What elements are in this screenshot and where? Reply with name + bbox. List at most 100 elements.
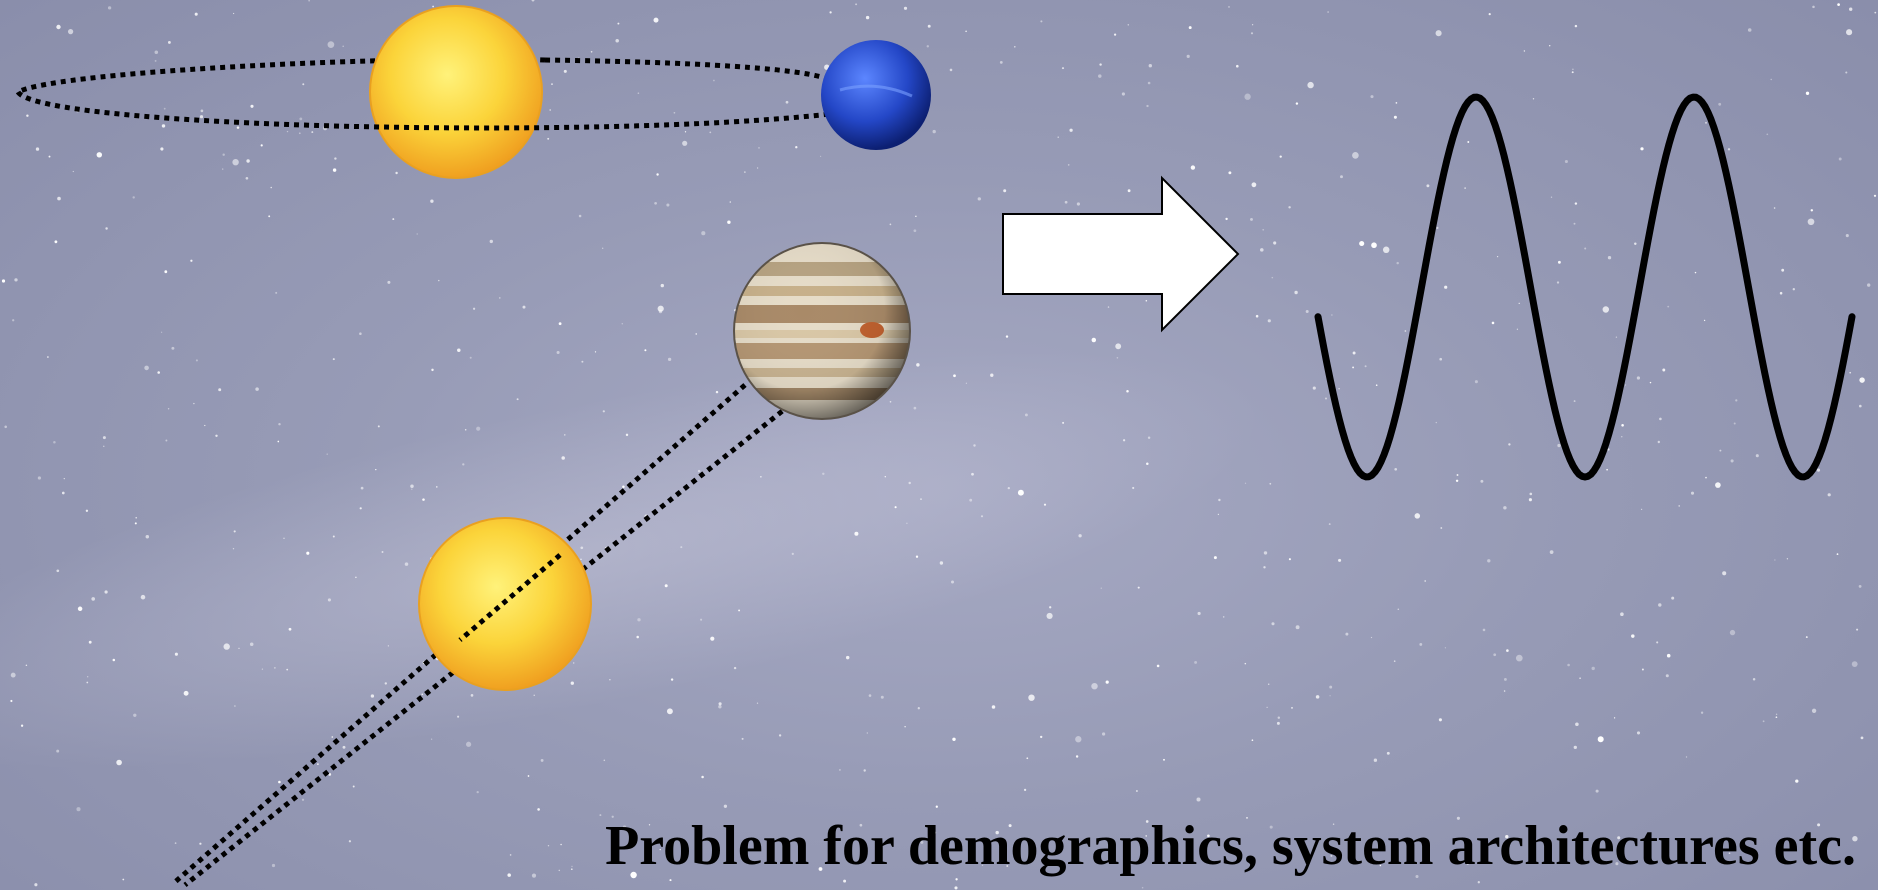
star-dot (1069, 128, 1073, 132)
star-dot (1328, 523, 1331, 526)
star-dot (1700, 711, 1704, 714)
star-dot (190, 259, 193, 262)
star-dot (1273, 241, 1277, 245)
star-dot (1718, 102, 1722, 106)
star-dot (1730, 459, 1734, 463)
star-dot (701, 775, 704, 779)
star-dot (105, 227, 108, 230)
star-dot (1613, 717, 1616, 719)
star-dot (1845, 234, 1849, 238)
star-dot (1454, 860, 1457, 863)
star-dot (1393, 115, 1397, 119)
star-dot (709, 131, 712, 134)
star-dot (1315, 695, 1320, 699)
star-dot (1373, 758, 1378, 762)
star-dot (1466, 861, 1470, 865)
star-dot (866, 732, 868, 734)
star-dot (659, 848, 661, 851)
star-dot (215, 434, 218, 437)
star-dot (154, 50, 159, 54)
star-dot (1666, 653, 1671, 658)
star-dot (833, 849, 836, 852)
star-dot (332, 358, 335, 361)
star-dot (973, 444, 976, 447)
star-dot (76, 807, 81, 812)
star-dot (135, 516, 137, 519)
star-dot (1634, 242, 1637, 246)
star-dot (695, 333, 697, 335)
star-dot (1532, 98, 1535, 100)
star-dot (174, 652, 178, 656)
star-dot (1099, 63, 1102, 66)
star-dot (1656, 641, 1659, 644)
star-dot (1312, 386, 1316, 390)
star-dot (232, 158, 239, 166)
star-dot (1228, 6, 1230, 8)
star-dot (531, 0, 535, 2)
star-dot (1113, 33, 1117, 36)
star-dot (1267, 683, 1270, 686)
star-dot (648, 824, 651, 826)
star-dot (260, 144, 263, 147)
star-dot (377, 425, 380, 428)
star-dot (1621, 424, 1624, 427)
star-dot (1043, 503, 1047, 506)
star-dot (1649, 381, 1652, 384)
star-dot (384, 682, 387, 685)
star-dot (1404, 330, 1407, 332)
star-dot (981, 864, 984, 867)
star-dot (657, 305, 664, 312)
star-dot (77, 606, 83, 612)
star-dot (1574, 24, 1578, 28)
star-dot (278, 780, 281, 784)
star-dot (1146, 104, 1149, 108)
star-dot (1438, 718, 1442, 722)
star-dot (1023, 788, 1027, 792)
star-dot (250, 104, 254, 108)
star-dot (1396, 261, 1399, 265)
star-dot (1222, 616, 1225, 618)
star-dot (167, 408, 170, 410)
star-dot (193, 402, 195, 405)
star-dot (1838, 157, 1842, 161)
star-dot (1727, 148, 1731, 151)
star-dot (342, 745, 346, 749)
star-dot (436, 486, 438, 488)
star-dot (1615, 336, 1618, 338)
star-dot (1338, 388, 1340, 390)
star-dot (571, 865, 573, 868)
star-dot (1455, 479, 1459, 483)
star-dot (1572, 68, 1574, 71)
star-dot (223, 643, 230, 650)
star-dot (232, 548, 235, 550)
star-dot (1145, 299, 1148, 302)
star-dot (1250, 217, 1253, 221)
star-dot (1817, 823, 1821, 827)
star-dot (157, 371, 160, 374)
star-dot (1332, 823, 1335, 825)
star-dot (995, 830, 999, 835)
star-dot (965, 382, 968, 384)
star-dot (1218, 498, 1221, 502)
star-dot (306, 551, 310, 555)
star-dot (572, 662, 575, 664)
star-dot (1271, 622, 1275, 626)
star-dot (920, 840, 924, 844)
star-dot (611, 815, 614, 818)
star-dot (1003, 189, 1007, 193)
star-dot (167, 40, 171, 44)
star-dot (87, 676, 89, 678)
star-dot (1008, 824, 1012, 828)
star-dot (889, 400, 892, 403)
star-dot (332, 535, 335, 538)
star-dot (580, 546, 584, 550)
star-dot (1105, 680, 1109, 684)
star-dot (112, 658, 116, 662)
star-dot (1040, 735, 1043, 739)
star-dot (913, 406, 917, 410)
star-dot (980, 515, 984, 518)
star-dot (1595, 789, 1599, 793)
star-dot (352, 785, 355, 788)
star-dot (1728, 852, 1731, 855)
star-dot (416, 233, 418, 235)
